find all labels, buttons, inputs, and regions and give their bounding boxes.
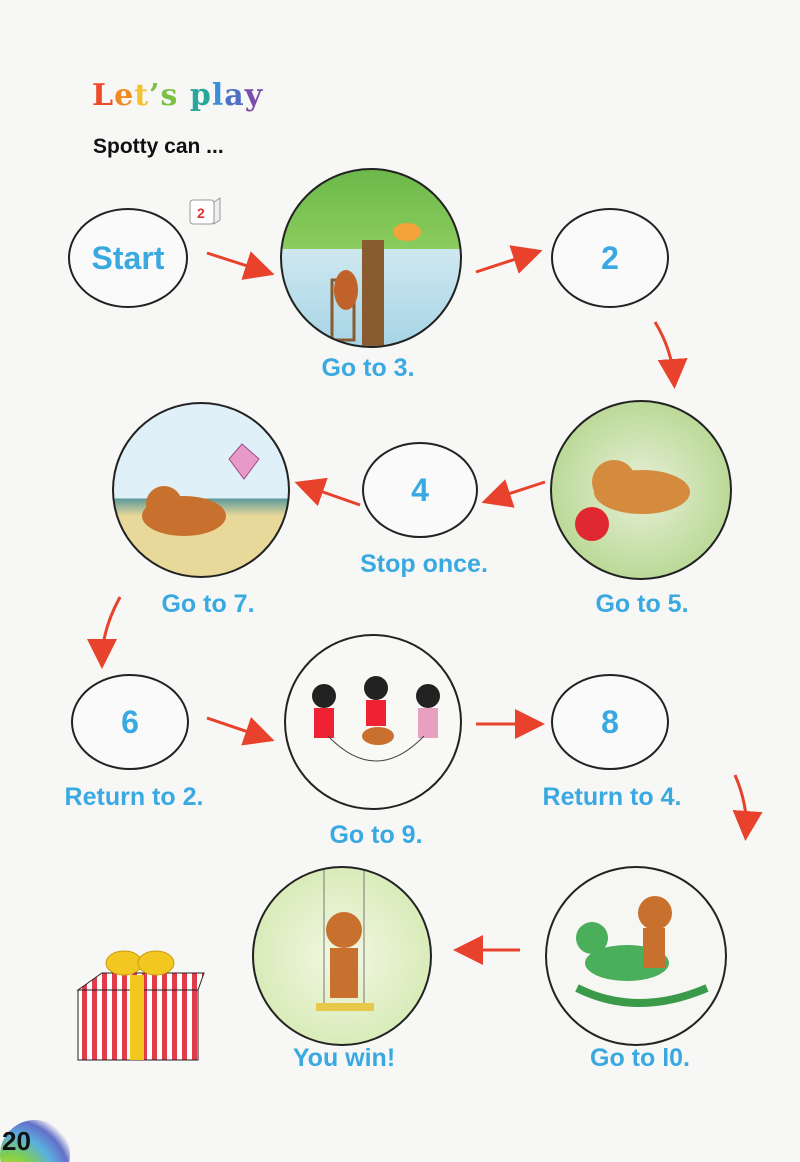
dice-icon: 2 [188, 196, 221, 226]
arrow-icon [206, 716, 275, 746]
title-letter: t [134, 78, 150, 113]
instruction-label: Stop once. [360, 550, 488, 578]
page-title: Let’s play [92, 78, 263, 113]
gift-box-icon [72, 945, 207, 1065]
instruction-label: Return to 2. [64, 783, 204, 811]
node-8: 8 [551, 674, 669, 770]
climb-tree-picture [280, 168, 462, 348]
node-number: 8 [601, 703, 619, 740]
title-letter: l [211, 78, 225, 113]
title-letter: p [189, 78, 212, 113]
jump-rope-picture [284, 634, 462, 810]
node-number: 4 [411, 471, 429, 508]
node-number: 2 [601, 239, 619, 276]
title-letter: a [224, 78, 245, 113]
title-letter: ’ [149, 78, 161, 113]
instruction-label: Go to l0. [590, 1044, 690, 1072]
rocking-horse-picture [545, 866, 727, 1046]
arrow-icon [732, 774, 763, 841]
node-number: 6 [121, 703, 139, 740]
svg-text:2: 2 [197, 205, 205, 221]
fly-kite-picture [112, 402, 290, 578]
arrow-icon [653, 321, 688, 389]
title-letter: L [92, 78, 115, 113]
subtitle: Spotty can ... [93, 135, 224, 158]
start-label: Start [91, 239, 165, 276]
play-ball-picture [550, 400, 732, 580]
instruction-label: Return to 4. [542, 783, 682, 811]
arrow-icon [481, 479, 546, 508]
instruction-label: Go to 7. [161, 590, 255, 618]
node-2: 2 [551, 208, 669, 308]
arrow-icon [475, 245, 543, 274]
instruction-label: You win! [292, 1044, 396, 1072]
page-number: 20 [2, 1126, 31, 1156]
title-letter: e [114, 78, 135, 113]
arrow-icon [206, 251, 275, 280]
instruction-label: Go to 3. [321, 354, 415, 382]
arrow-icon [87, 596, 122, 669]
instruction-label: Go to 5. [595, 590, 689, 618]
swing-picture [252, 866, 432, 1046]
node-4: 4 [362, 442, 478, 538]
title-letter: s [160, 78, 179, 113]
arrow-icon [294, 477, 361, 507]
start-node: Start [68, 208, 188, 308]
node-6: 6 [71, 674, 189, 770]
instruction-label: Go to 9. [329, 821, 423, 849]
title-letter: y [244, 78, 264, 113]
